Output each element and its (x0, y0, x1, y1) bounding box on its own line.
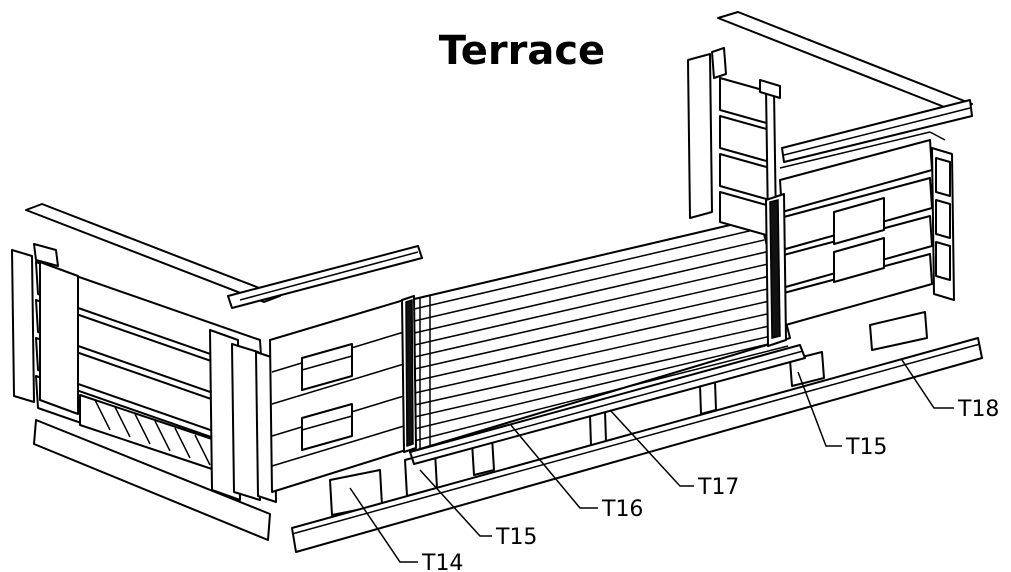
label-t15-right: T15 (845, 435, 887, 460)
deck-edge-board (409, 344, 806, 465)
leader-lines (349, 359, 954, 563)
center-post (401, 295, 417, 453)
label-t14: T14 (421, 551, 463, 572)
deck-boards (409, 217, 791, 453)
label-t15-front: T15 (495, 525, 537, 550)
left-base-beam (33, 419, 271, 541)
right-wall (687, 11, 973, 347)
label-t16: T16 (601, 497, 643, 522)
label-t18: T18 (957, 397, 999, 422)
left-wall (11, 203, 423, 503)
diagram-title: Terrace (439, 28, 605, 74)
label-t17: T17 (697, 475, 739, 500)
